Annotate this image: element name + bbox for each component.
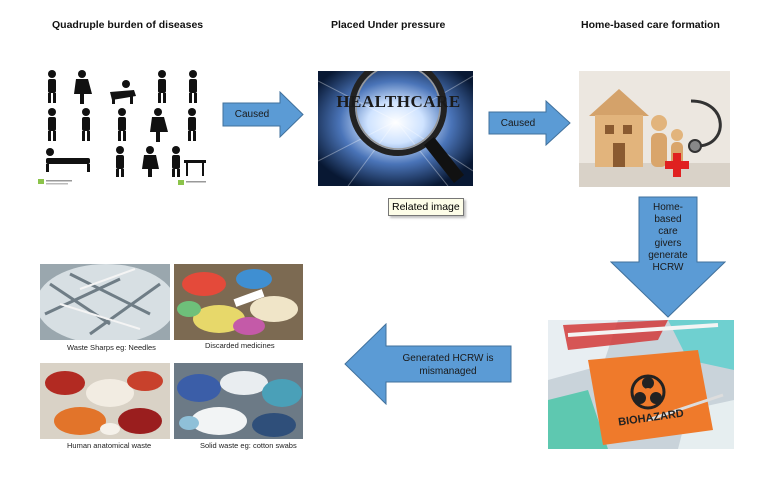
- waste-anatomical-image: [40, 363, 170, 439]
- waste-anatomical-caption: Human anatomical waste: [67, 441, 152, 450]
- healthcare-magnifier-image: HEALTHCARE: [318, 71, 473, 186]
- arrow-generate-line: Home-: [652, 202, 683, 213]
- arrow-mismanaged: Generated HCRW is mismanaged: [344, 323, 512, 405]
- arrow-generate-line: givers: [654, 238, 682, 249]
- arrow-caused-2: Caused: [488, 100, 571, 146]
- arrow-generate-line: based: [654, 214, 682, 225]
- arrow-generate-hcrw-label: Home- based care givers generate HCRW: [639, 202, 697, 274]
- arrow-generate-line: care: [658, 226, 678, 237]
- waste-sharps-image: [40, 264, 170, 340]
- arrow-generate-line: HCRW: [652, 262, 684, 273]
- sick-people-pictogram-image: [38, 64, 210, 186]
- home-based-care-image: [579, 71, 730, 187]
- biohazard-waste-image: BIOHAZARD: [548, 320, 734, 449]
- arrow-caused-1: Caused: [222, 91, 304, 138]
- arrow-caused-2-label: Caused: [500, 118, 536, 129]
- arrow-caused-1-label: Caused: [234, 109, 270, 120]
- arrow-generate-hcrw: Home- based care givers generate HCRW: [610, 196, 726, 318]
- waste-medicines-caption: Discarded medicines: [205, 341, 275, 350]
- waste-solid-caption: Solid waste eg: cotton swabs: [200, 441, 297, 450]
- heading-home-based-care: Home-based care formation: [581, 19, 720, 31]
- arrow-mismanaged-label: Generated HCRW is mismanaged: [386, 352, 510, 378]
- related-image-tooltip: Related image: [388, 198, 464, 216]
- waste-solid-image: [174, 363, 303, 439]
- waste-medicines-image: [174, 264, 303, 340]
- arrow-mismanaged-line: Generated HCRW is: [402, 353, 494, 364]
- heading-quadruple-burden: Quadruple burden of diseases: [52, 19, 204, 31]
- waste-sharps-caption: Waste Sharps eg: Needles: [67, 343, 156, 352]
- arrow-mismanaged-line: mismanaged: [419, 366, 477, 377]
- healthcare-image-text: HEALTHCARE: [336, 92, 461, 111]
- heading-placed-under-pressure: Placed Under pressure: [331, 19, 446, 31]
- arrow-generate-line: generate: [648, 250, 688, 261]
